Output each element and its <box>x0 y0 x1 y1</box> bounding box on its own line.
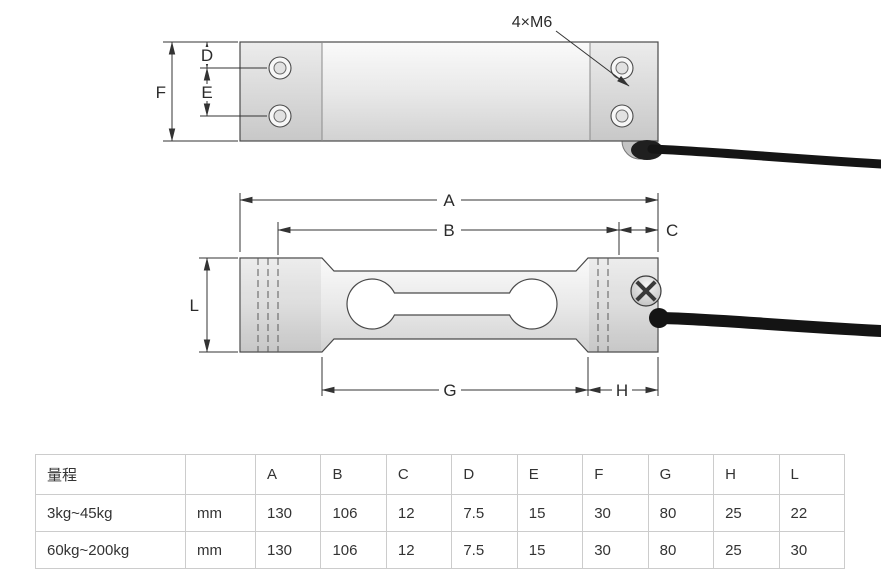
mounting-hole <box>610 56 634 80</box>
dim-label-F: F <box>156 83 166 102</box>
cell-F: 30 <box>582 494 649 532</box>
header-H: H <box>713 454 780 495</box>
plan-left-shade <box>241 259 321 351</box>
flexure-cutout <box>346 278 558 330</box>
spec-table-wrap: 量程 A B C D E F G H L 3kg~45kg mm 130 <box>35 454 881 569</box>
dim-label-A: A <box>443 191 455 210</box>
table-row: 60kg~200kg mm 130 106 12 7.5 15 30 80 25… <box>35 531 845 569</box>
cell-D: 7.5 <box>451 494 518 532</box>
cell-C: 12 <box>385 494 453 532</box>
cell-B: 106 <box>320 494 387 532</box>
header-E: E <box>516 454 584 495</box>
dim-label-H: H <box>616 381 628 400</box>
header-unit <box>185 454 256 495</box>
cell-H: 25 <box>713 494 780 532</box>
thread-leader-line <box>555 30 630 87</box>
plan-cable <box>649 308 881 337</box>
table-header-row: 量程 A B C D E F G H L <box>35 454 845 495</box>
spec-table: 量程 A B C D E F G H L 3kg~45kg mm 130 <box>35 454 845 569</box>
cell-unit: mm <box>185 494 256 532</box>
header-C: C <box>385 454 453 495</box>
side-cable <box>631 140 881 169</box>
mounting-holes <box>268 56 634 128</box>
mounting-hole <box>268 56 292 80</box>
sealing-screw <box>630 275 662 307</box>
cell-B: 106 <box>320 531 387 569</box>
cell-F: 30 <box>582 531 649 569</box>
cell-L: 22 <box>778 494 845 532</box>
thread-callout <box>555 30 630 87</box>
header-F: F <box>582 454 649 495</box>
dim-label-B: B <box>443 221 454 240</box>
dimension-labels: 4×M6 F D E A B C L G H <box>156 14 679 400</box>
cell-L: 30 <box>778 531 845 569</box>
cell-G: 80 <box>647 494 715 532</box>
hidden-lines <box>257 258 609 352</box>
side-view-outline <box>239 41 659 142</box>
mounting-hole <box>610 104 634 128</box>
dimension-label-gaps <box>198 47 632 399</box>
thread-label: 4×M6 <box>512 14 553 31</box>
cell-C: 12 <box>385 531 453 569</box>
side-view <box>239 30 881 169</box>
cell-E: 15 <box>516 531 584 569</box>
header-L: L <box>778 454 845 495</box>
header-range: 量程 <box>35 454 186 495</box>
header-G: G <box>647 454 715 495</box>
header-A: A <box>254 454 322 495</box>
table-row: 3kg~45kg mm 130 106 12 7.5 15 30 80 25 2… <box>35 494 845 532</box>
dim-label-C: C <box>666 221 678 240</box>
cell-range: 3kg~45kg <box>35 494 186 532</box>
mounting-hole <box>268 104 292 128</box>
header-D: D <box>451 454 518 495</box>
dim-label-L: L <box>190 296 199 315</box>
dim-label-E: E <box>201 83 212 102</box>
cell-unit: mm <box>185 531 256 569</box>
cell-E: 15 <box>516 494 584 532</box>
technical-drawing: 4×M6 F D E A B C L G H <box>156 14 881 400</box>
cell-D: 7.5 <box>451 531 518 569</box>
cell-range: 60kg~200kg <box>35 531 186 569</box>
cell-A: 130 <box>254 531 322 569</box>
plan-view <box>239 257 881 353</box>
dim-label-G: G <box>443 381 456 400</box>
header-B: B <box>320 454 387 495</box>
dim-label-D: D <box>201 46 213 65</box>
cell-G: 80 <box>647 531 715 569</box>
cell-A: 130 <box>254 494 322 532</box>
cell-H: 25 <box>713 531 780 569</box>
